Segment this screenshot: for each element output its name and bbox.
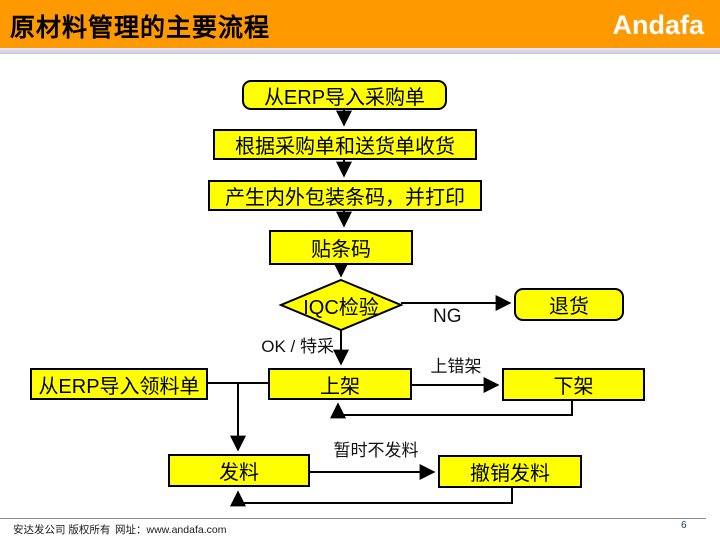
node-return-goods: 退货	[514, 288, 624, 321]
edge-label-ok-special: OK / 特采	[261, 337, 334, 356]
header-bar: 原材料管理的主要流程 Andafa	[0, 0, 720, 48]
footer-copyright: 安达发公司 版权所有	[13, 524, 111, 536]
node-stick-barcode: 贴条码	[269, 230, 413, 265]
footer-website: 网址：www.andafa.com	[115, 524, 227, 536]
node-take-off-shelf: 下架	[502, 368, 645, 401]
arrow-cancel-back-to-issue	[230, 488, 513, 507]
edge-label-hold-issue: 暂时不发料	[333, 441, 419, 460]
node-import-purchase-order: 从ERP导入采购单	[242, 80, 447, 110]
node-issue-material: 发料	[168, 454, 310, 487]
company-logo: Andafa	[612, 9, 704, 40]
edge-label-ng: NG	[433, 306, 462, 327]
node-receive-goods: 根据采购单和送货单收货	[213, 129, 477, 160]
iqc-diamond-shape	[278, 278, 404, 332]
node-put-on-shelf: 上架	[268, 368, 412, 400]
node-cancel-issue: 撤销发料	[438, 455, 582, 488]
page-title: 原材料管理的主要流程	[10, 13, 271, 42]
header-divider-stripe	[0, 48, 720, 54]
node-import-requisition: 从ERP导入领料单	[30, 368, 208, 400]
page-number: 6	[681, 520, 687, 531]
footer-divider	[0, 518, 706, 519]
edge-label-wrong-shelf: 上错架	[430, 357, 482, 376]
node-print-barcode: 产生内外包装条码，并打印	[208, 180, 482, 211]
arrow-offshelf-back-to-shelf	[330, 401, 573, 419]
node-iqc-check: IQC检验	[303, 296, 379, 319]
